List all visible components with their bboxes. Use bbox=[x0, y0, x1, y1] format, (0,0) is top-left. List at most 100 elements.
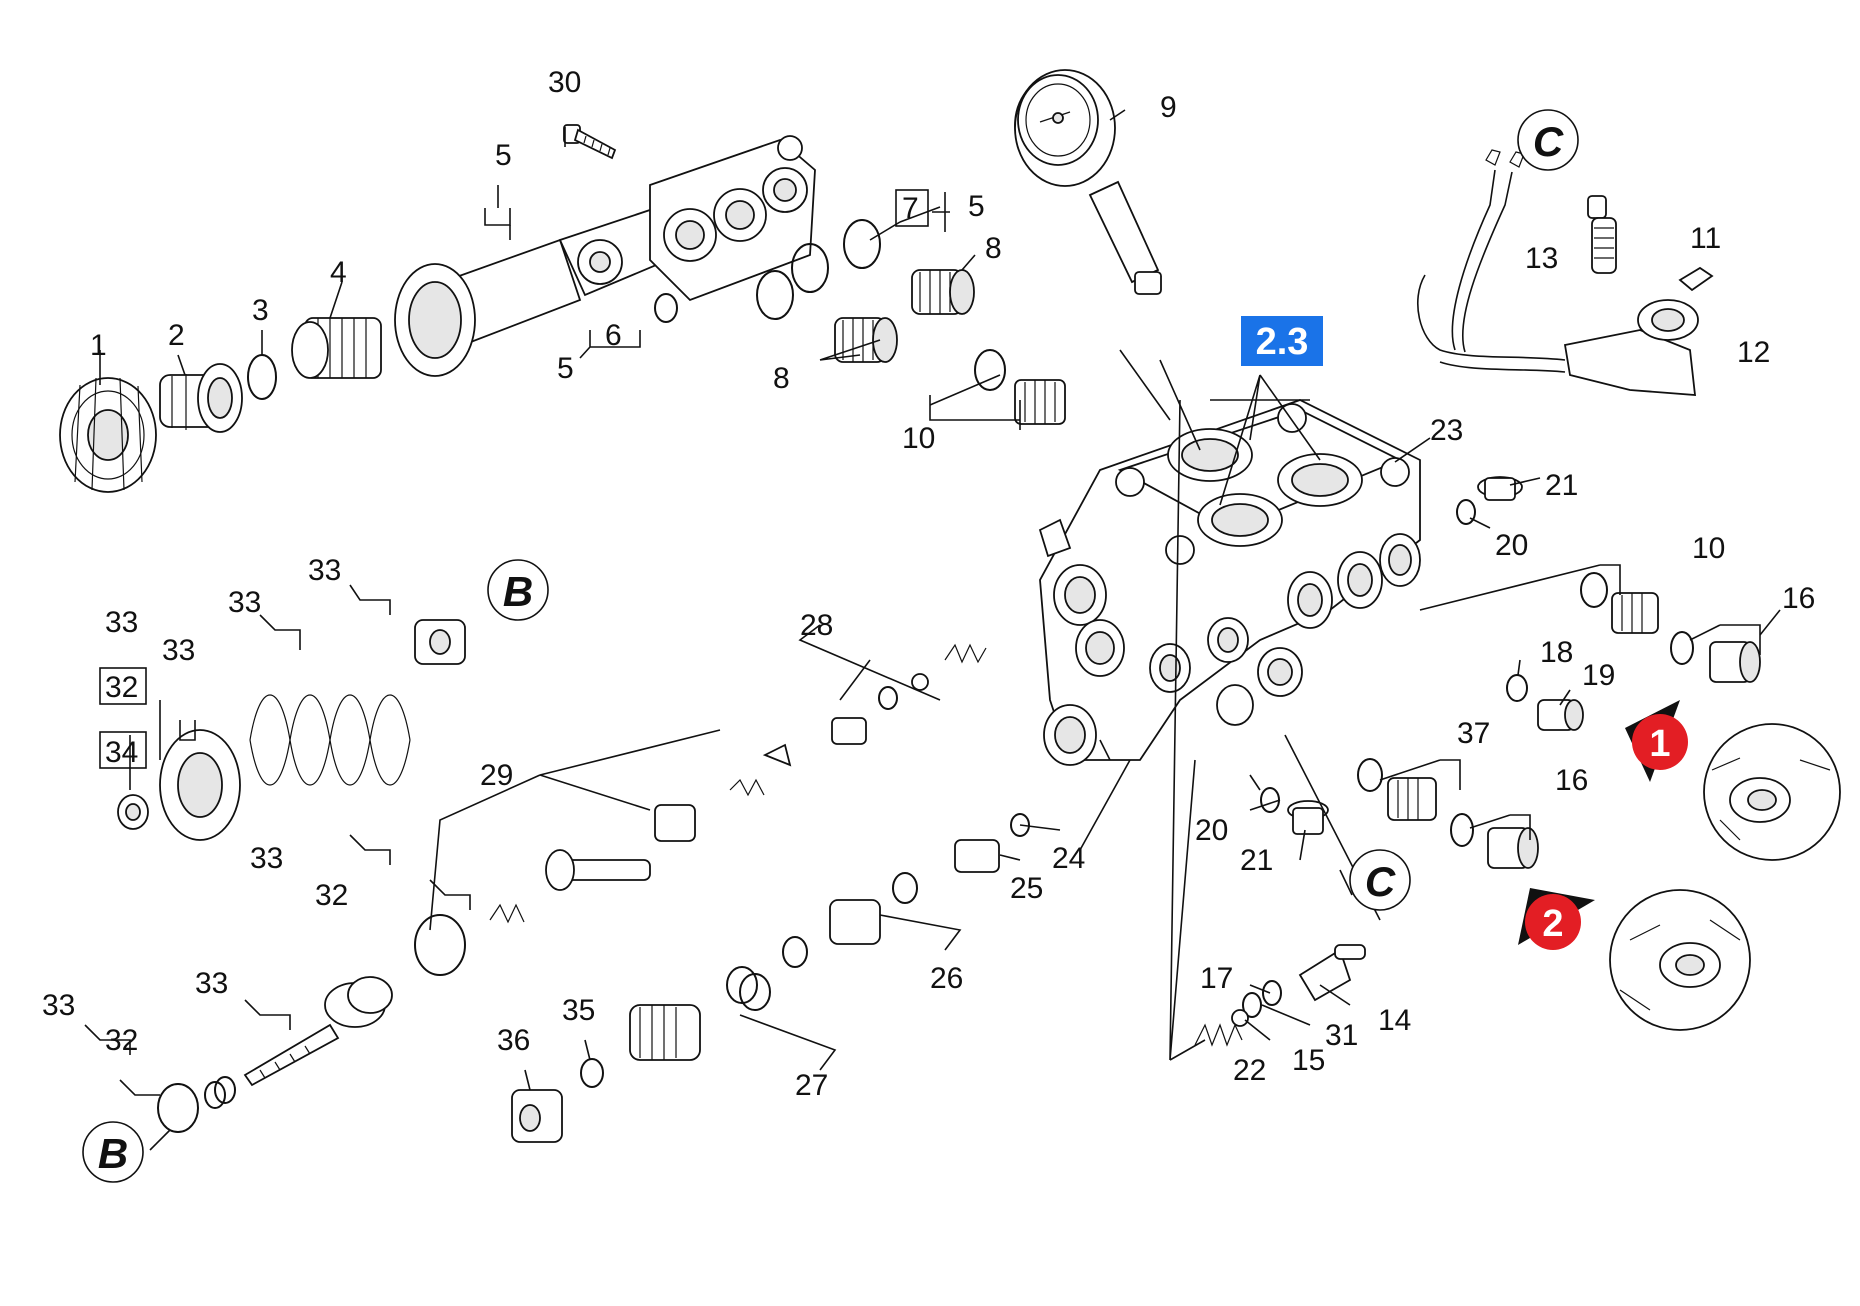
reference-badge-text: 2.3 bbox=[1256, 321, 1309, 363]
label-32-mid: 32 bbox=[315, 879, 348, 912]
part-22-spring bbox=[1194, 1023, 1243, 1047]
label-18: 18 bbox=[1540, 636, 1573, 669]
label-22: 22 bbox=[1233, 1054, 1266, 1087]
part-1-nut bbox=[59, 377, 157, 493]
part-35-oring bbox=[580, 1058, 604, 1088]
part-13-sensor bbox=[1587, 195, 1617, 274]
label-20-upper: 20 bbox=[1495, 529, 1528, 562]
label-26: 26 bbox=[930, 962, 963, 995]
label-37: 37 bbox=[1457, 717, 1490, 750]
part-11-tab bbox=[1678, 266, 1714, 292]
label-34: 34 bbox=[105, 736, 138, 769]
marker-b-upper: B bbox=[487, 559, 549, 621]
part-27-valve bbox=[629, 936, 808, 1061]
label-36: 36 bbox=[497, 1024, 530, 1057]
part-18-oring bbox=[1506, 674, 1528, 702]
label-33-cap: 33 bbox=[308, 554, 341, 587]
part-33-plunger bbox=[243, 976, 393, 1087]
part-20-oring-upper bbox=[1456, 499, 1476, 525]
variant-marker-1: 1 bbox=[1625, 700, 1688, 782]
marker-b-lower: B bbox=[82, 1121, 144, 1183]
label-8-lower: 8 bbox=[773, 362, 790, 395]
part-3-oring bbox=[247, 354, 277, 400]
label-23: 23 bbox=[1430, 414, 1463, 447]
label-14: 14 bbox=[1378, 1004, 1411, 1037]
marker-c-mid-text: C bbox=[1365, 858, 1396, 905]
label-31: 31 bbox=[1325, 1019, 1358, 1052]
label-7: 7 bbox=[902, 192, 919, 225]
part-7-orings bbox=[756, 219, 881, 320]
marker-c-top: C bbox=[1517, 109, 1579, 171]
label-16-upper: 16 bbox=[1782, 582, 1815, 615]
label-30: 30 bbox=[548, 66, 581, 99]
label-27: 27 bbox=[795, 1069, 828, 1102]
part-24-25 bbox=[954, 813, 1030, 873]
label-32-lower: 32 bbox=[105, 1024, 138, 1057]
label-16-lower: 16 bbox=[1555, 764, 1588, 797]
label-4: 4 bbox=[330, 256, 347, 289]
label-32-box: 32 bbox=[105, 671, 138, 704]
label-11: 11 bbox=[1690, 222, 1721, 255]
label-25: 25 bbox=[1010, 872, 1043, 905]
part-33-cap bbox=[414, 619, 466, 665]
part-16-plug-lower bbox=[1450, 813, 1539, 869]
label-6: 6 bbox=[605, 319, 622, 352]
part-30-screw bbox=[563, 124, 617, 160]
part-5-housing bbox=[394, 208, 682, 377]
part-17-31-15-rings bbox=[1231, 980, 1282, 1027]
part-10-valve-upper bbox=[974, 349, 1066, 425]
part-2-adapter bbox=[159, 363, 243, 433]
part-6-oring bbox=[654, 293, 678, 323]
label-33-mid: 33 bbox=[250, 842, 283, 875]
label-10-upper: 10 bbox=[902, 422, 935, 455]
part-23-pump-body bbox=[1038, 399, 1421, 766]
label-5-set: 5 bbox=[968, 190, 985, 223]
part-8-plug-lower bbox=[834, 317, 898, 363]
label-13: 13 bbox=[1525, 242, 1558, 275]
variant-marker-2-text: 2 bbox=[1542, 903, 1563, 945]
detail-circle-1 bbox=[1703, 723, 1841, 861]
marker-c-mid: C bbox=[1349, 849, 1411, 911]
label-3: 3 bbox=[252, 294, 269, 327]
label-17: 17 bbox=[1200, 962, 1233, 995]
label-19: 19 bbox=[1582, 659, 1615, 692]
label-2: 2 bbox=[168, 319, 185, 352]
part-34-nut bbox=[117, 794, 149, 830]
box-label-34 bbox=[99, 731, 147, 769]
label-29: 29 bbox=[480, 759, 513, 792]
part-4-filter bbox=[291, 317, 382, 379]
label-1: 1 bbox=[90, 329, 107, 362]
label-33-bottom-left: 33 bbox=[42, 989, 75, 1022]
label-10-right: 10 bbox=[1692, 532, 1725, 565]
box-label-32 bbox=[99, 667, 147, 705]
box-label-7 bbox=[895, 189, 929, 227]
part-37-valve bbox=[1357, 758, 1437, 821]
part-26-piston bbox=[829, 872, 918, 945]
part-16-plug-upper bbox=[1670, 631, 1761, 683]
label-21-upper: 21 bbox=[1545, 469, 1578, 502]
label-8-upper: 8 bbox=[985, 232, 1002, 265]
part-19-plug bbox=[1537, 699, 1584, 731]
part-labels: 1 2 3 4 5 5 5 6 7 8 8 9 10 10 11 12 13 1… bbox=[42, 66, 1815, 1102]
part-21-plug-lower bbox=[1287, 800, 1329, 835]
detail-circle-2 bbox=[1609, 889, 1751, 1031]
label-33-plunger: 33 bbox=[195, 967, 228, 1000]
part-9-pressure-gauge bbox=[1014, 69, 1162, 295]
label-5-housing: 5 bbox=[495, 139, 512, 172]
label-28: 28 bbox=[800, 609, 833, 642]
label-33-spring: 33 bbox=[228, 586, 261, 619]
part-36-plug bbox=[511, 1089, 563, 1143]
variant-marker-1-text: 1 bbox=[1649, 723, 1670, 765]
label-12: 12 bbox=[1737, 336, 1770, 369]
marker-b-lower-text: B bbox=[98, 1130, 128, 1177]
part-33-spring bbox=[249, 694, 411, 786]
part-14-fitting bbox=[1298, 944, 1366, 1002]
label-15: 15 bbox=[1292, 1044, 1325, 1077]
part-5-head bbox=[649, 135, 816, 302]
label-21-lower: 21 bbox=[1240, 844, 1273, 877]
reference-badge-2-3[interactable]: 2.3 bbox=[1241, 316, 1323, 366]
label-20-lower: 20 bbox=[1195, 814, 1228, 847]
label-5-oring: 5 bbox=[557, 352, 574, 385]
part-33-washer bbox=[159, 729, 241, 841]
